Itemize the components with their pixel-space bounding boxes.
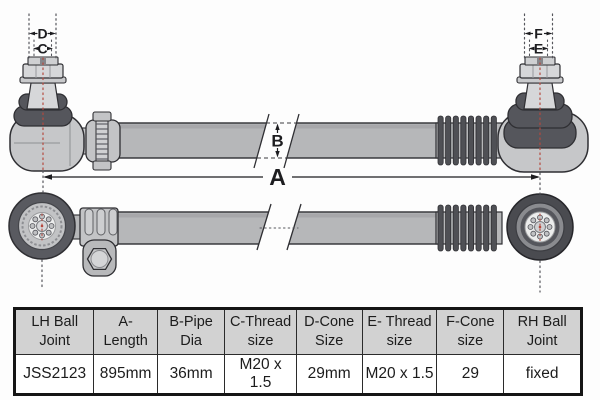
dim-d: D	[29, 26, 56, 42]
dim-e-label: E	[534, 41, 543, 57]
centerline-left	[41, 57, 44, 291]
header-d-cone-size: D-Cone Size	[295, 308, 363, 355]
right-ball-joint-top	[506, 193, 574, 261]
dim-e: E	[528, 41, 549, 57]
value-b-pipe-dia: 36mm	[156, 354, 226, 395]
dim-c-label: C	[37, 41, 47, 57]
value-f-cone-size: 29	[436, 354, 505, 395]
header-lh-ball-joint: LH Ball Joint	[13, 308, 95, 355]
value-a-length: 895mm	[93, 354, 158, 395]
header-a-length: A-Length	[93, 308, 158, 355]
part-diagram: B A	[8, 13, 589, 293]
cone-guides-right: F E	[523, 13, 554, 59]
break-mark-top	[256, 203, 302, 251]
value-c-thread-size: M20 x 1.5	[224, 354, 297, 395]
tube-top	[67, 211, 439, 245]
value-e-thread-size: M20 x 1.5	[361, 354, 438, 395]
header-rh-ball-joint: RH Ball Joint	[503, 308, 582, 355]
value-rh-ball-joint: fixed	[503, 354, 582, 395]
dim-a-label: A	[269, 164, 286, 190]
dim-f-label: F	[534, 26, 543, 42]
dim-f: F	[524, 26, 553, 42]
dim-b: B	[271, 123, 284, 158]
bellows-ribs-top	[435, 204, 503, 252]
value-d-cone-size: 29mm	[295, 354, 363, 395]
spec-table-value-row: JSS2123 895mm 36mm M20 x 1.5 29mm M20 x …	[13, 354, 582, 395]
header-f-cone-size: F-Cone size	[436, 308, 505, 355]
side-view: B	[9, 56, 589, 173]
dim-a: A	[43, 164, 540, 190]
spec-table-header-row: LH Ball Joint A-Length B-Pipe Dia C-Thre…	[13, 308, 582, 355]
left-ball-joint-side	[9, 56, 85, 172]
top-view	[8, 192, 574, 277]
cone-guides-left: D C	[28, 13, 57, 59]
dim-d-label: D	[37, 26, 47, 42]
right-ball-joint-side	[497, 56, 589, 173]
header-b-pipe-dia: B-Pipe Dia	[156, 308, 226, 355]
bellows-ribs-side	[435, 115, 503, 166]
value-part-number: JSS2123	[13, 354, 95, 395]
break-mark-side	[253, 113, 300, 169]
dim-b-label: B	[271, 132, 283, 151]
dim-c: C	[33, 41, 53, 57]
header-e-thread-size: E- Thread size	[361, 308, 438, 355]
spec-table: LH Ball Joint A-Length B-Pipe Dia C-Thre…	[13, 307, 583, 396]
header-c-thread-size: C-Thread size	[224, 308, 297, 355]
clamp-bolt-top	[79, 207, 119, 277]
